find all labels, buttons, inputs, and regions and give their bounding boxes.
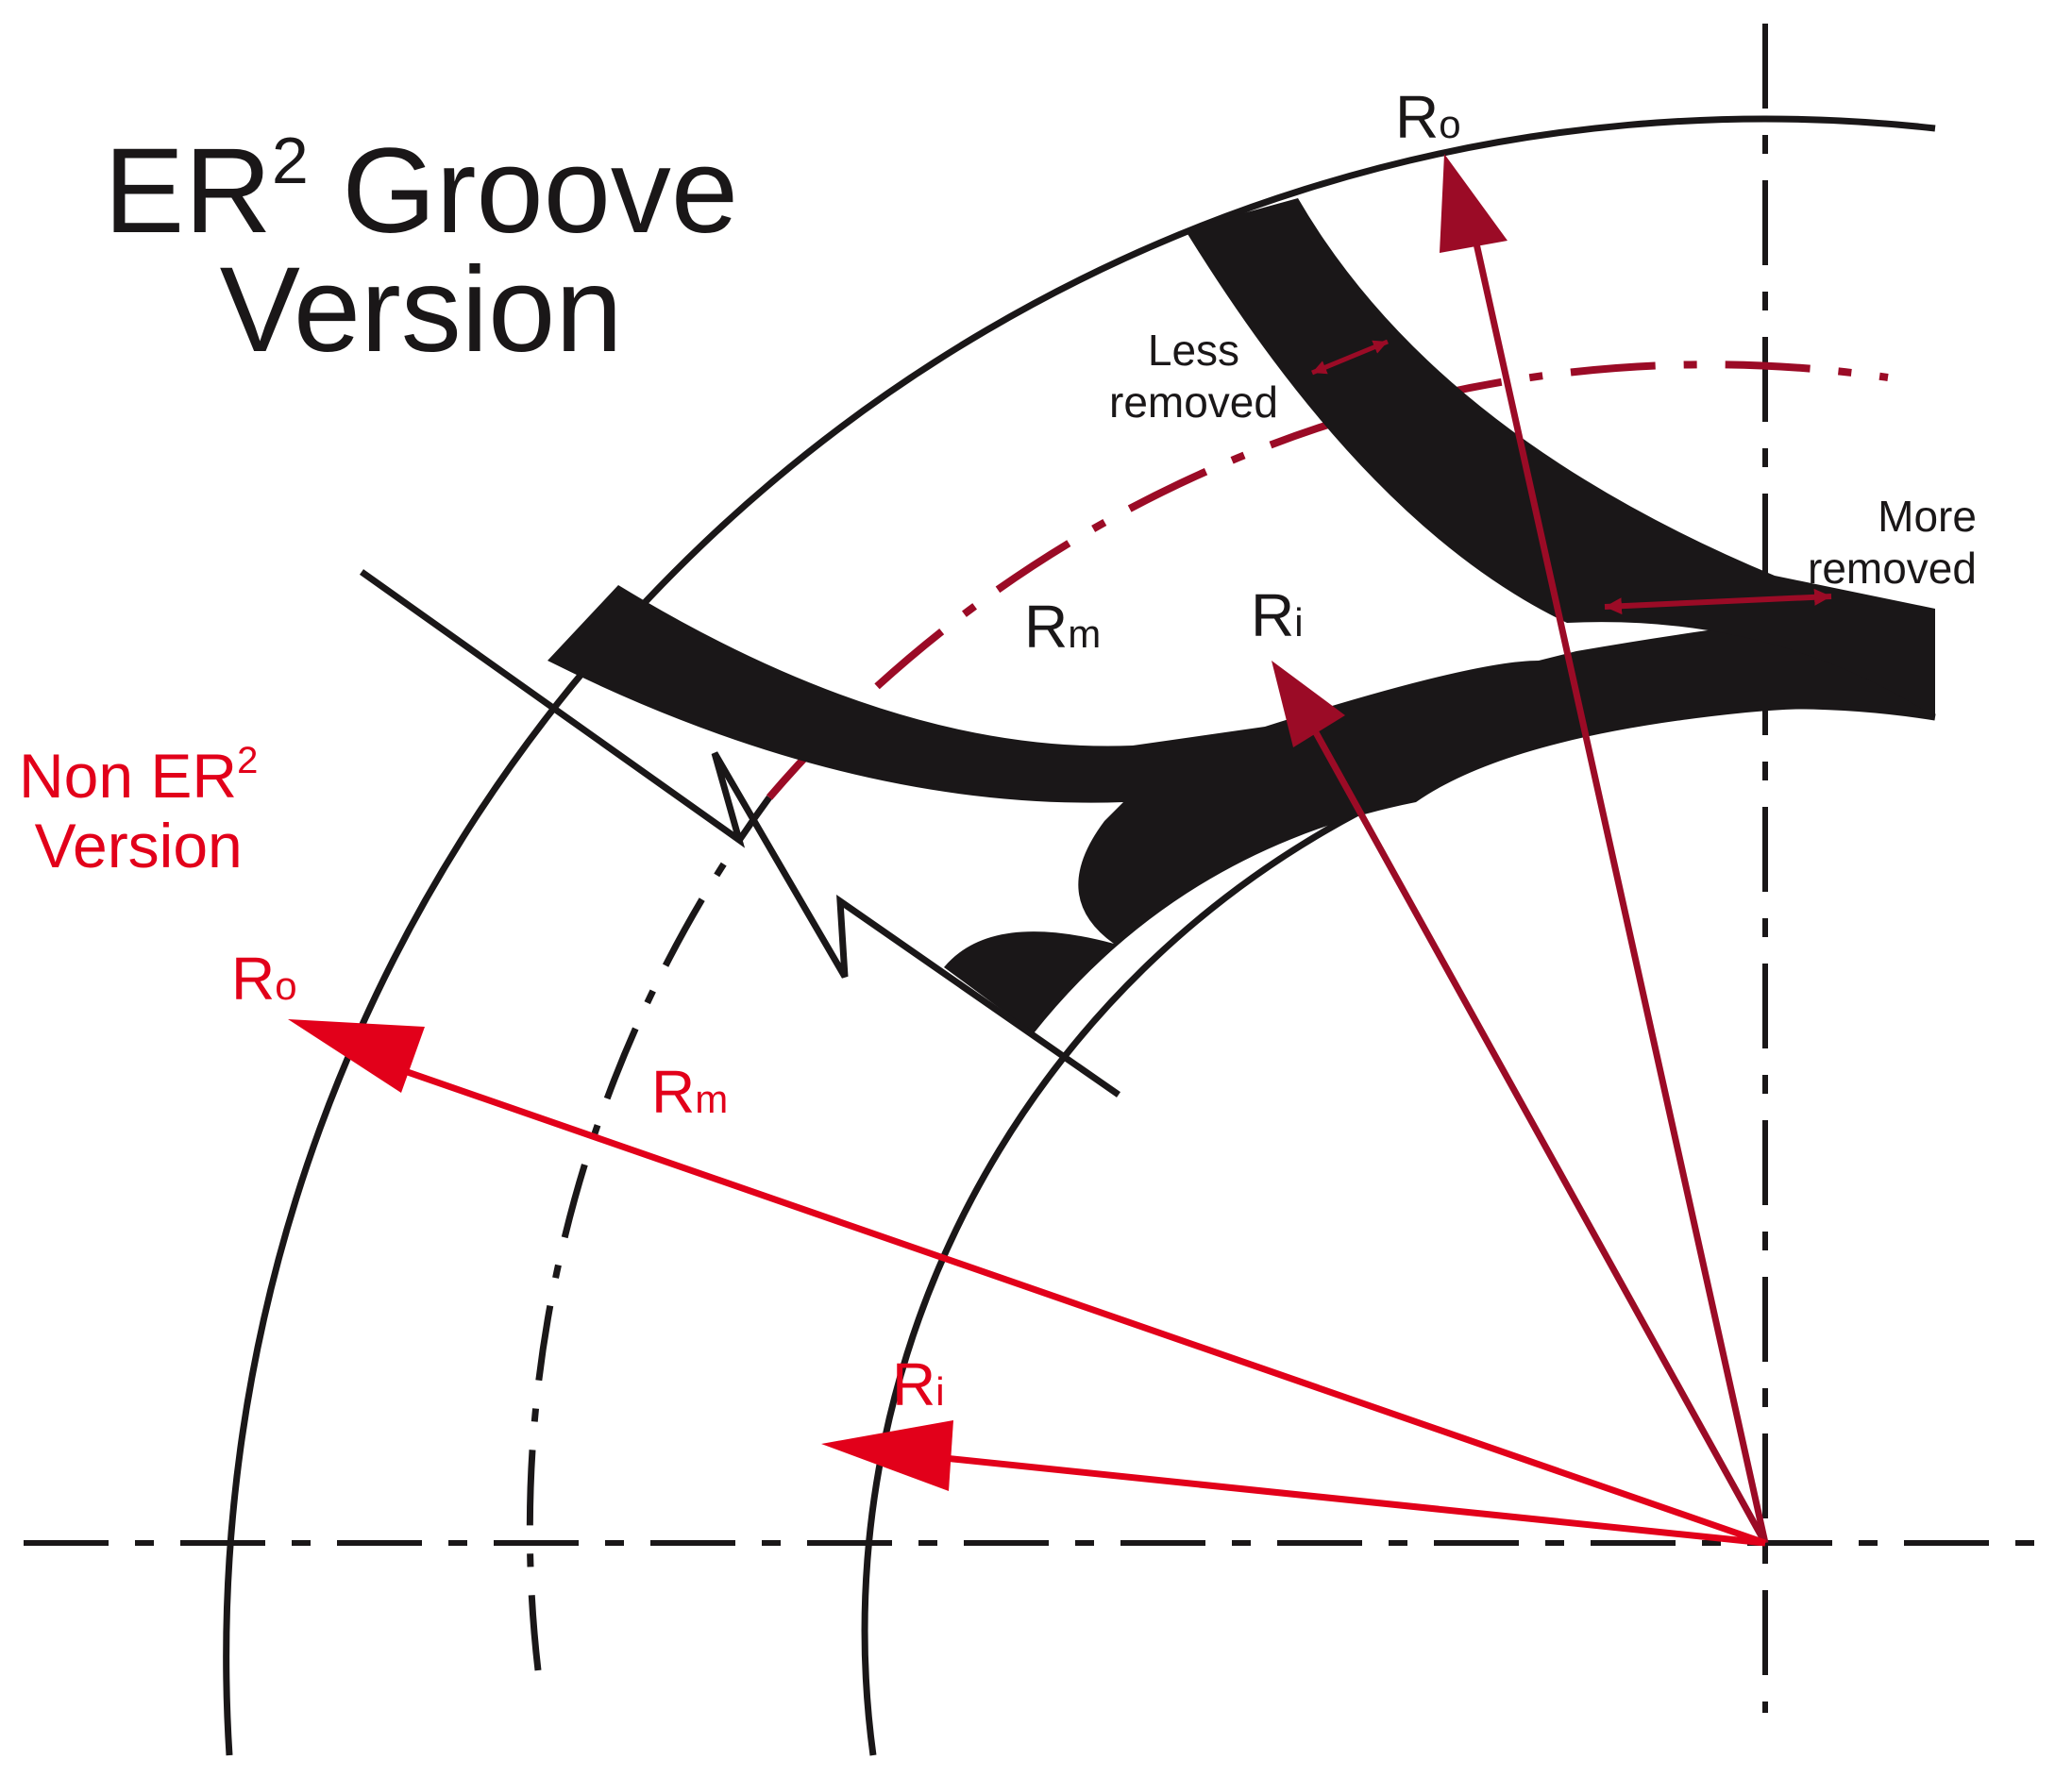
non-er2-superscript: 2	[237, 740, 259, 781]
non-er2-ri-main: R	[892, 1350, 936, 1418]
mean-radius-arc-er2	[766, 360, 1889, 800]
groove-band-er2	[547, 585, 1935, 1033]
more-line2: removed	[1808, 544, 1977, 593]
non-er2-ri-label: Ri	[892, 1354, 945, 1422]
title-superscript: 2	[271, 124, 309, 197]
er2-radius-arrows	[1272, 154, 1832, 1545]
non-er2-rm-sub: m	[695, 1077, 729, 1121]
er2-ro-arrow	[1469, 226, 1769, 1544]
centerlines	[24, 24, 2058, 1713]
er2-ri-main: R	[1251, 581, 1295, 649]
inner-radius-arc	[861, 702, 1936, 1756]
non-er2-ro-sub: o	[275, 964, 297, 1008]
groove-diagonal-band	[1185, 198, 1935, 717]
non-er2-version-label: Non ER2 Version	[19, 741, 258, 880]
break-line-symbol-icon	[359, 569, 1120, 1098]
less-removed-label: Less removed	[1109, 325, 1278, 428]
less-line1: Less	[1147, 326, 1240, 375]
less-removed-arrow	[1311, 339, 1389, 376]
er2-ri-arrow	[1304, 715, 1769, 1545]
er2-ri-sub: i	[1294, 600, 1304, 645]
title-line1-prefix: ER	[104, 124, 272, 259]
er2-ro-label: Ro	[1395, 87, 1461, 155]
er2-ri-label: Ri	[1251, 585, 1304, 653]
title-line2: Version	[219, 243, 623, 377]
er2-ro-main: R	[1395, 83, 1440, 151]
er2-rm-label: Rm	[1024, 596, 1101, 664]
mean-radius-arc	[526, 795, 772, 1671]
non-er2-ro-arrow	[376, 1058, 1767, 1547]
non-er2-line2: Version	[34, 811, 243, 880]
more-removed-arrow	[1604, 588, 1832, 615]
non-er2-ri-sub: i	[935, 1369, 945, 1414]
less-line2: removed	[1109, 377, 1278, 427]
non-er2-ro-main: R	[231, 945, 276, 1013]
diagram-title: ER2 Groove Version	[104, 127, 738, 371]
er2-rm-sub: m	[1068, 612, 1102, 656]
er2-ri-arrowhead-icon	[1272, 661, 1345, 747]
outer-radius-arc	[223, 115, 1936, 1756]
non-er2-ri-arrowhead-icon	[821, 1420, 953, 1491]
more-removed-label: More removed	[1808, 491, 1977, 595]
non-er2-ro-label: Ro	[231, 948, 297, 1016]
non-er2-rm-main: R	[651, 1058, 696, 1126]
er2-ro-sub: o	[1439, 102, 1461, 146]
non-er2-line1-prefix: Non ER	[19, 741, 238, 811]
non-er2-rm-label: Rm	[651, 1062, 728, 1130]
er2-ro-arrowhead-icon	[1440, 154, 1508, 253]
non-er2-radius-arrows	[288, 1019, 1767, 1547]
er2-rm-main: R	[1024, 593, 1069, 661]
more-line1: More	[1878, 492, 1977, 541]
title-line1-suffix: Groove	[308, 124, 739, 259]
non-er2-ri-arrow	[943, 1454, 1766, 1547]
non-er2-ro-arrowhead-icon	[288, 1019, 425, 1093]
